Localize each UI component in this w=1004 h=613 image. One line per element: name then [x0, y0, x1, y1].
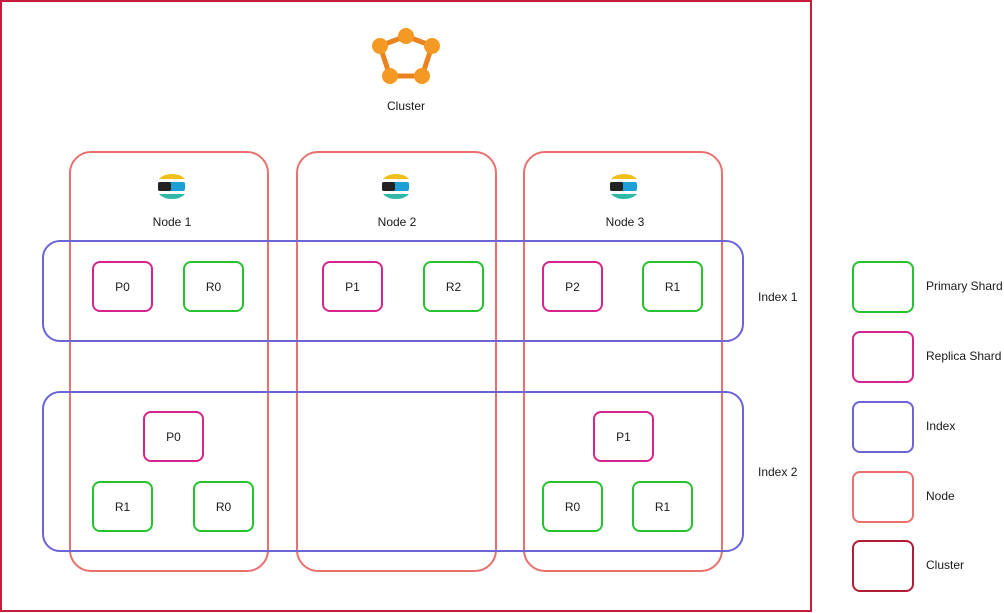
shard-index1-node1-p0: P0: [92, 261, 153, 312]
elasticsearch-icon: [158, 173, 185, 200]
shard-index2-node3-r1: R1: [632, 481, 693, 532]
shard-index2-node1-p0: P0: [143, 411, 204, 462]
legend-swatch-index: [852, 401, 914, 453]
legend-label-replica-shard: Replica Shard: [926, 349, 1002, 363]
legend-label-cluster: Cluster: [926, 558, 965, 572]
cluster-icon: [372, 28, 440, 84]
shard-index2-node3-r0: R0: [542, 481, 603, 532]
shard-index1-node1-r0: R0: [183, 261, 244, 312]
shard-index2-node3-p1: P1: [593, 411, 654, 462]
shard-index2-node1-r1: R1: [92, 481, 153, 532]
legend-swatch-primary-shard: [852, 261, 914, 313]
legend-label-node: Node: [926, 489, 955, 503]
legend-label-primary-shard: Primary Shard: [926, 279, 1003, 293]
shard-index2-node1-r0: R0: [193, 481, 254, 532]
legend-swatch-node: [852, 471, 914, 523]
legend-label-index: Index: [926, 419, 956, 433]
elasticsearch-icon: [382, 173, 409, 200]
index-label-1: Index 1: [758, 290, 798, 304]
index-label-2: Index 2: [758, 465, 798, 479]
shard-index1-node2-p1: P1: [322, 261, 383, 312]
node-label-3: Node 3: [605, 215, 645, 229]
cluster-title: Cluster: [386, 99, 426, 113]
legend-swatch-replica-shard: [852, 331, 914, 383]
node-label-1: Node 1: [152, 215, 192, 229]
shard-index1-node3-r1: R1: [642, 261, 703, 312]
shard-index1-node2-r2: R2: [423, 261, 484, 312]
index-box-2: [42, 391, 744, 552]
legend-swatch-cluster: [852, 540, 914, 592]
elasticsearch-icon: [610, 173, 637, 200]
node-box-3: [523, 151, 723, 572]
shard-index1-node3-p2: P2: [542, 261, 603, 312]
node-box-1: [69, 151, 269, 572]
cluster-boundary: [0, 0, 812, 612]
index-box-1: [42, 240, 744, 342]
node-box-2: [296, 151, 497, 572]
node-label-2: Node 2: [377, 215, 417, 229]
